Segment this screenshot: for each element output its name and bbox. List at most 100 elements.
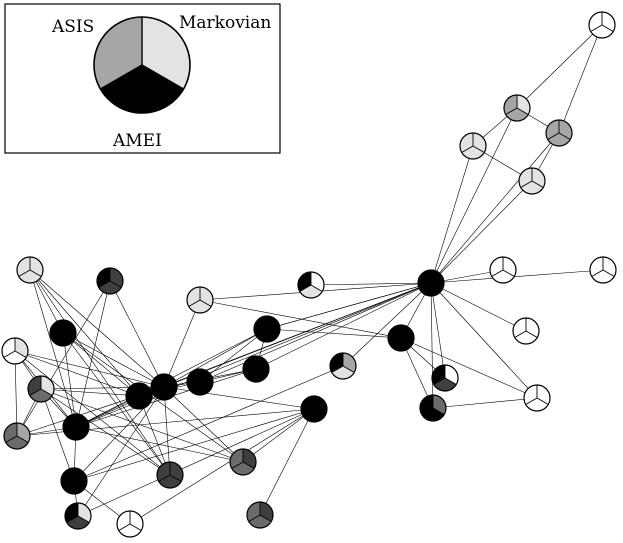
node-n21-spoke (75, 426, 88, 434)
node-n4-spoke (520, 180, 533, 188)
nodes-layer (1, 11, 617, 538)
node-n15-spoke (255, 368, 268, 376)
node-n3 (459, 132, 487, 160)
edge-n24-n25 (29, 269, 171, 476)
node-n22-outline (229, 448, 257, 476)
node-n14-outline (523, 384, 551, 412)
edge-n19-n22 (163, 386, 244, 463)
node-n13 (419, 394, 447, 422)
node-n33-outline (246, 501, 274, 529)
node-n24 (156, 461, 184, 489)
node-n14-spoke (536, 397, 549, 405)
node-n6-outline (489, 256, 517, 284)
node-n21-spoke (64, 426, 77, 434)
node-n16-spoke (199, 381, 212, 389)
node-n32 (116, 510, 144, 538)
legend-pie-spoke (100, 64, 143, 90)
node-n20-spoke (138, 395, 151, 403)
node-n22-spoke (242, 461, 255, 469)
node-n29-outline (60, 467, 88, 495)
edge-n35-n34 (199, 299, 402, 339)
edge-n27-n28 (16, 280, 111, 437)
node-n18-spoke (302, 408, 315, 416)
node-n0-spoke (590, 24, 603, 32)
node-n32-spoke (118, 523, 131, 531)
node-n7-spoke (591, 269, 604, 277)
node-n14 (523, 384, 551, 412)
node-n10-spoke (389, 337, 402, 345)
edge-n11-n16 (199, 328, 268, 383)
node-n26-spoke (3, 350, 16, 358)
node-n5 (417, 269, 445, 297)
edge-n20-n26 (14, 350, 140, 397)
node-n30-outline (27, 375, 55, 403)
node-n24-spoke (169, 474, 182, 482)
node-n4 (518, 167, 546, 195)
node-n3-outline (459, 132, 487, 160)
legend-pie-spoke (141, 64, 184, 90)
node-n22-spoke (231, 461, 244, 469)
node-n9 (512, 317, 540, 345)
edge-n5-n8 (310, 282, 432, 286)
node-n1-outline (503, 94, 531, 122)
edge-n18-n31 (77, 408, 315, 517)
node-n30-spoke (29, 388, 42, 396)
edge-n23-n24 (62, 332, 171, 476)
node-n19 (150, 373, 178, 401)
node-n7-spoke (602, 269, 615, 277)
node-n9-spoke (514, 330, 527, 338)
node-n15-spoke (244, 368, 257, 376)
node-n4-outline (518, 167, 546, 195)
edge-n17-n29 (73, 365, 344, 482)
edge-n40-n39 (430, 282, 538, 399)
edge-n0-n2 (558, 24, 603, 134)
node-n33 (246, 501, 274, 529)
edge-n19-n25 (29, 269, 165, 388)
edge-n3-n5 (430, 145, 474, 284)
node-n6-spoke (502, 269, 515, 277)
edge-n24-n26 (14, 350, 171, 476)
node-n27-outline (3, 422, 31, 450)
edge-n11-n19 (163, 328, 268, 388)
legend-pie-outline (93, 16, 191, 114)
node-n32-spoke (129, 523, 142, 531)
edge-n18-n29 (73, 408, 315, 482)
node-n12-spoke (433, 377, 446, 385)
legend-pie-sector-right (142, 17, 191, 89)
edge-n38-n40 (266, 282, 432, 330)
edge-n5-n15 (255, 282, 432, 370)
node-n2-outline (545, 119, 573, 147)
node-n12 (431, 364, 459, 392)
node-n1-spoke (505, 107, 518, 115)
node-n33-spoke (259, 514, 272, 522)
node-n15 (242, 355, 270, 383)
node-n9-outline (512, 317, 540, 345)
node-n18-spoke (313, 408, 326, 416)
node-n3-spoke (472, 145, 485, 153)
edge-n38-n36 (266, 328, 402, 339)
edge-n21-n28 (75, 280, 111, 428)
node-n1 (503, 94, 531, 122)
node-n6 (489, 256, 517, 284)
node-n26 (1, 337, 29, 365)
node-n31-spoke (77, 515, 90, 523)
node-n32-outline (116, 510, 144, 538)
node-n8-outline (297, 271, 325, 299)
node-n10-spoke (400, 337, 413, 345)
node-n16 (186, 368, 214, 396)
edge-n18-n22 (242, 408, 315, 463)
node-n29-spoke (62, 480, 75, 488)
node-n7-outline (589, 256, 617, 284)
node-n23-spoke (62, 332, 75, 340)
node-n8-spoke (310, 284, 323, 292)
edge-n22-n30 (40, 388, 244, 463)
edge-n18-n19 (163, 386, 315, 410)
node-n0-outline (588, 11, 616, 39)
legend-label-asis: ASIS (51, 17, 94, 37)
node-n6-spoke (491, 269, 504, 277)
edge-n37-n39 (432, 397, 538, 409)
edge-n29-n30 (40, 388, 75, 482)
node-n11-outline (253, 315, 281, 343)
node-n25-outline (16, 256, 44, 284)
